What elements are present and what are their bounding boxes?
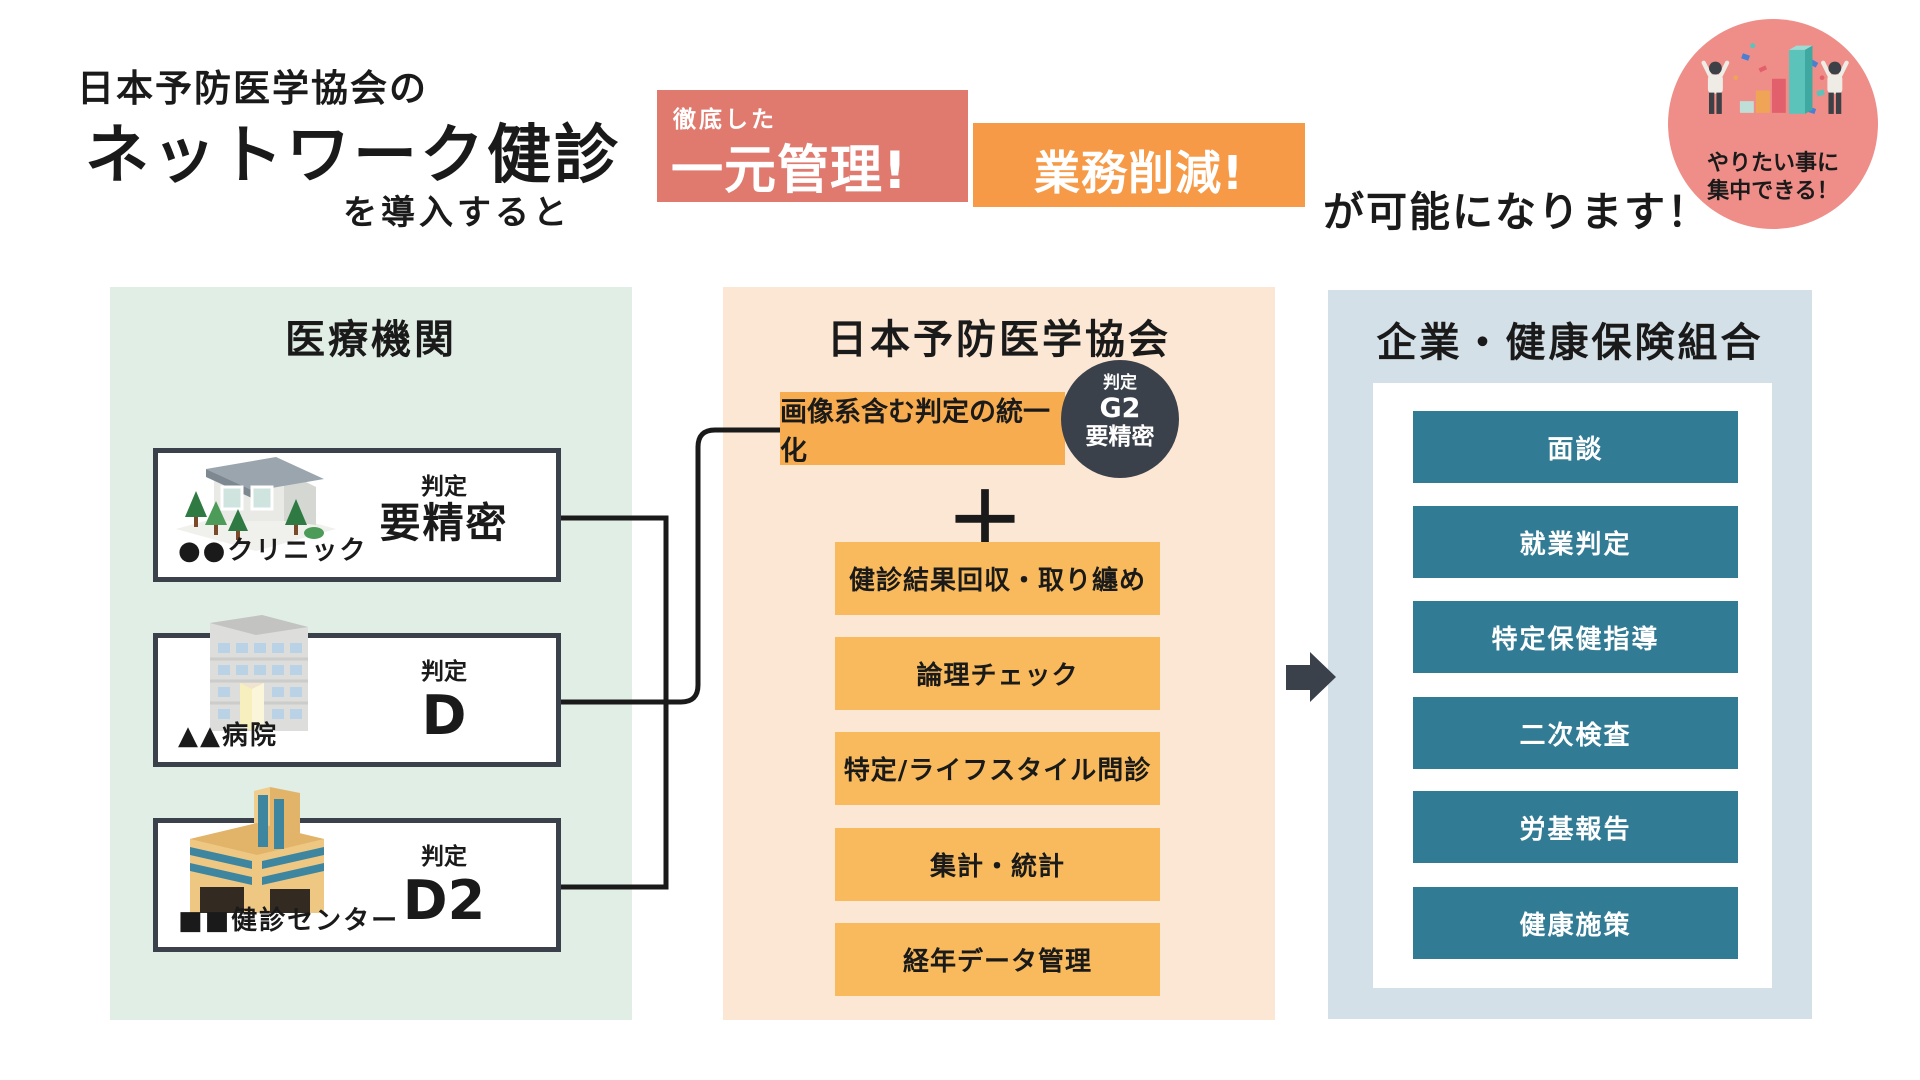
judgement-value: D2 [402,869,486,932]
judgement-block: 判定 D2 [354,837,534,930]
org-item-interview: 面談 [1413,411,1738,483]
service-box-questionnaire: 特定/ライフスタイル問診 [835,732,1160,805]
medical-card-clinic: ●●クリニック 判定 要精密 [153,448,561,582]
badge-main-label: 業務削減! [1034,146,1244,200]
focus-circle-badge: やりたい事に 集中できる！ [1668,19,1878,229]
unified-judgement-box: 画像系含む判定の統一化 [780,392,1065,467]
work-reduction-badge: 業務削減! [973,123,1305,207]
clinic-building-icon [176,457,336,551]
service-box-collection: 健診結果回収・取り纏め [835,542,1160,615]
org-item-health-guidance: 特定保健指導 [1413,601,1738,673]
judgement-label: 判定 [421,659,467,685]
circle-badge-line-2: 集中できる！ [1707,178,1839,204]
judgement-label: 判定 [421,474,467,500]
judgement-code: G2 [1099,393,1141,425]
org-item-labor-report: 労基報告 [1413,791,1738,863]
title-line-1: 日本予防医学協会の [77,67,428,110]
circle-badge-line-1: やりたい事に [1706,151,1839,176]
unified-management-badge: 徹底した 一元管理! [657,90,968,202]
org-item-work-judgement: 就業判定 [1413,506,1738,578]
circle-badge-caption: やりたい事に 集中できる！ [1668,150,1878,205]
medical-card-checkup-center: ■■健診センター 判定 D2 [153,787,561,952]
hospital-building-icon [210,615,308,731]
checkup-center-building-icon [190,787,324,913]
service-box-data-management: 経年データ管理 [835,923,1160,996]
tree-icons [185,491,324,540]
title-line-2: ネットワーク健診 [85,119,621,193]
association-panel-title: 日本予防医学協会 [827,317,1171,363]
service-box-statistics: 集計・統計 [835,828,1160,901]
judgement-block: 判定 D [354,652,534,745]
judgement-value: 要精密 [379,499,509,547]
judgement-value: D [421,684,467,747]
header-suffix-text: が可能になります！ [1323,188,1710,236]
facility-name: ▲▲病院 [178,721,278,751]
badge-main-label: 一元管理! [671,141,908,201]
judgement-label: 判定 [421,844,467,870]
judgement-block: 判定 要精密 [354,467,534,546]
org-item-secondary-exam: 二次検査 [1413,697,1738,769]
org-item-health-measures: 健康施策 [1413,887,1738,959]
facility-name: ■■健診センター [178,906,400,936]
judgement-value: 要精密 [1085,424,1155,451]
judgement-result-circle: 判定 G2 要精密 [1061,360,1179,478]
service-box-logic-check: 論理チェック [835,637,1160,710]
medical-card-hospital: ▲▲病院 判定 D [153,615,561,767]
facility-name: ●●クリニック [178,536,368,566]
organization-panel-title: 企業・健康保険組合 [1376,320,1764,366]
medical-panel-title: 医療機関 [285,317,457,363]
badge-small-caption: 徹底した [673,107,777,133]
celebration-chart-illustration [1701,43,1849,115]
judgement-label: 判定 [1103,373,1137,393]
title-line-3: を導入すると [343,193,571,233]
